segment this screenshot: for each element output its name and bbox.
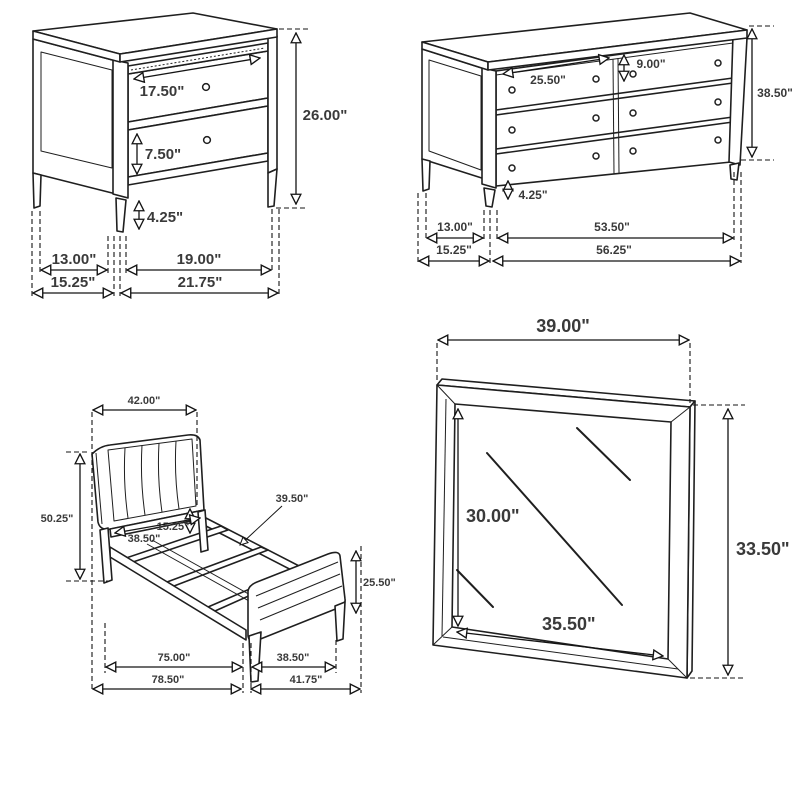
drawer-knob xyxy=(714,98,722,106)
mirror-diagram: 39.00" 33.50" 30.00" 35.50" xyxy=(432,316,790,679)
mirror-glass-height-label: 30.00" xyxy=(466,506,520,526)
bed-headboard-height-label: 50.25" xyxy=(41,513,74,525)
nightstand-drawing xyxy=(32,12,278,233)
nightstand-overall-depth-label: 15.25" xyxy=(51,274,96,291)
bed-inner-length-label: 75.00" xyxy=(158,652,191,664)
drawer-knob xyxy=(714,136,722,144)
drawer-knob xyxy=(592,114,600,122)
dresser-overall-depth-label: 15.25" xyxy=(436,243,472,257)
mirror-shine-line xyxy=(486,452,623,606)
mirror-glass-width-label: 35.50" xyxy=(542,614,596,634)
bed-overall-length-label: 78.50" xyxy=(152,674,185,686)
drawer-knob xyxy=(629,109,637,117)
drawer-knob xyxy=(202,135,212,145)
drawer-knob xyxy=(508,164,516,172)
dresser-case-width-label: 53.50" xyxy=(594,220,630,234)
bed-diagram: 42.00" 50.25" 15.25" 38.50" 39.50" 25.50… xyxy=(41,395,395,720)
bed-footboard-overall-width-label: 41.75" xyxy=(290,674,323,686)
dresser-leg-height-label: 4.25" xyxy=(518,188,547,202)
drawer-knob xyxy=(629,147,637,155)
nightstand-diagram: 17.50" 7.50" 4.25" 26.00" 13.00" 19.00" … xyxy=(31,12,348,310)
drawer-knob xyxy=(592,75,600,83)
nightstand-leg-height-label: 4.25" xyxy=(147,209,183,226)
dresser-drawing xyxy=(421,12,748,208)
drawer-knob xyxy=(714,59,722,67)
nightstand-drawer-height-label: 7.50" xyxy=(145,146,181,163)
drawer-knob xyxy=(508,126,516,134)
bed-dimensions: 42.00" 50.25" 15.25" 38.50" 39.50" 25.50… xyxy=(41,395,395,693)
mirror-height-label: 33.50" xyxy=(736,539,790,559)
mirror-shine-line xyxy=(576,427,631,481)
bed-footboard-height-label: 25.50" xyxy=(363,577,395,589)
bed-headboard-width-label: 42.00" xyxy=(128,395,161,407)
bed-slat-width-label: 39.50" xyxy=(276,493,309,505)
bed-footboard-inner-width-label: 38.50" xyxy=(277,652,310,664)
nightstand-height-label: 26.00" xyxy=(303,107,348,124)
nightstand-opening-width-label: 19.00" xyxy=(177,251,222,268)
dresser-drawer-height-label: 9.00" xyxy=(636,57,665,71)
nightstand-dimensions: 17.50" 7.50" 4.25" 26.00" 13.00" 19.00" … xyxy=(31,28,348,296)
drawer-knob xyxy=(508,86,516,94)
dresser-height-label: 38.50" xyxy=(757,86,793,100)
bed-drawing xyxy=(91,434,346,683)
nightstand-depth-label: 13.00" xyxy=(52,251,97,268)
nightstand-overall-width-label: 21.75" xyxy=(178,274,223,291)
mirror-dimensions: 39.00" 33.50" 30.00" 35.50" xyxy=(436,316,790,679)
nightstand-drawer-width-label: 17.50" xyxy=(140,83,185,100)
bed-headboard-inner-width-label: 38.50" xyxy=(128,533,161,545)
drawer-knob xyxy=(629,70,637,78)
dresser-depth-label: 13.00" xyxy=(437,220,473,234)
drawer-knob xyxy=(201,82,211,92)
dresser-overall-width-label: 56.25" xyxy=(596,243,632,257)
drawer-knob xyxy=(592,152,600,160)
mirror-width-label: 39.00" xyxy=(536,316,590,336)
dresser-dimensions: 25.50" 9.00" 38.50" 4.25" 13.00" 53.50" … xyxy=(417,25,793,263)
mirror-drawing xyxy=(432,378,696,679)
dresser-diagram: 25.50" 9.00" 38.50" 4.25" 13.00" 53.50" … xyxy=(417,12,793,280)
dresser-drawer-width-label: 25.50" xyxy=(530,73,566,87)
